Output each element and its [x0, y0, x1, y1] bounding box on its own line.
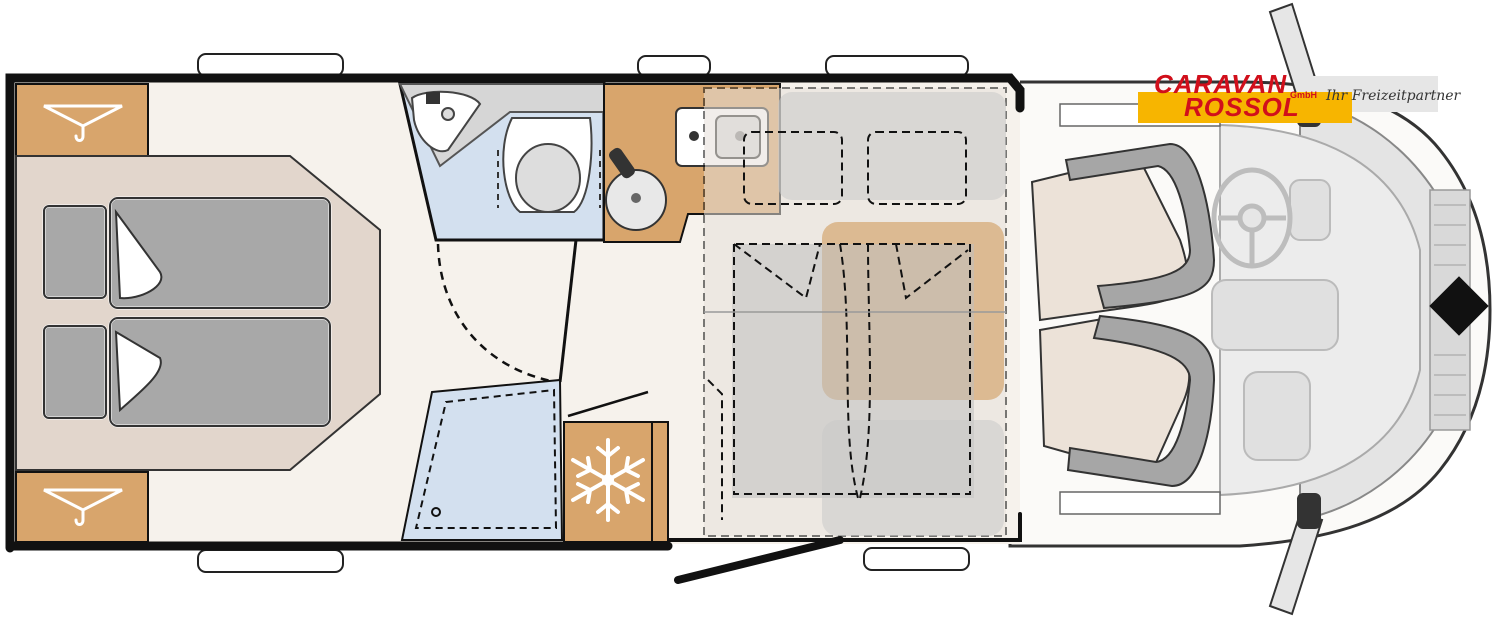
steering-wheel-icon [1211, 167, 1293, 269]
rear-bed [15, 155, 381, 471]
logo-line1: CARAVAN [1154, 69, 1288, 99]
fridge [563, 390, 669, 543]
logo-gmbh: GmbH [1290, 90, 1317, 100]
logo-line2: ROSSOL [1184, 92, 1300, 122]
logo-stripe [1138, 92, 1352, 123]
driver-seat [1030, 142, 1216, 322]
wheels [197, 53, 970, 573]
rear-cabinets [15, 83, 149, 543]
passenger-seat [1038, 314, 1216, 488]
entrance-door [674, 536, 844, 584]
logo-tagline: Ihr Freizeitpartner [1326, 88, 1461, 104]
dealer-logo: CARAVAN ROSSOL GmbH Ihr Freizeitpartner [1138, 69, 1460, 126]
washroom [398, 82, 606, 242]
washroom-door [436, 239, 578, 384]
outer-walls [5, 73, 1025, 553]
shower [400, 378, 564, 541]
dinette [703, 87, 1007, 537]
hook-icon [43, 104, 123, 526]
